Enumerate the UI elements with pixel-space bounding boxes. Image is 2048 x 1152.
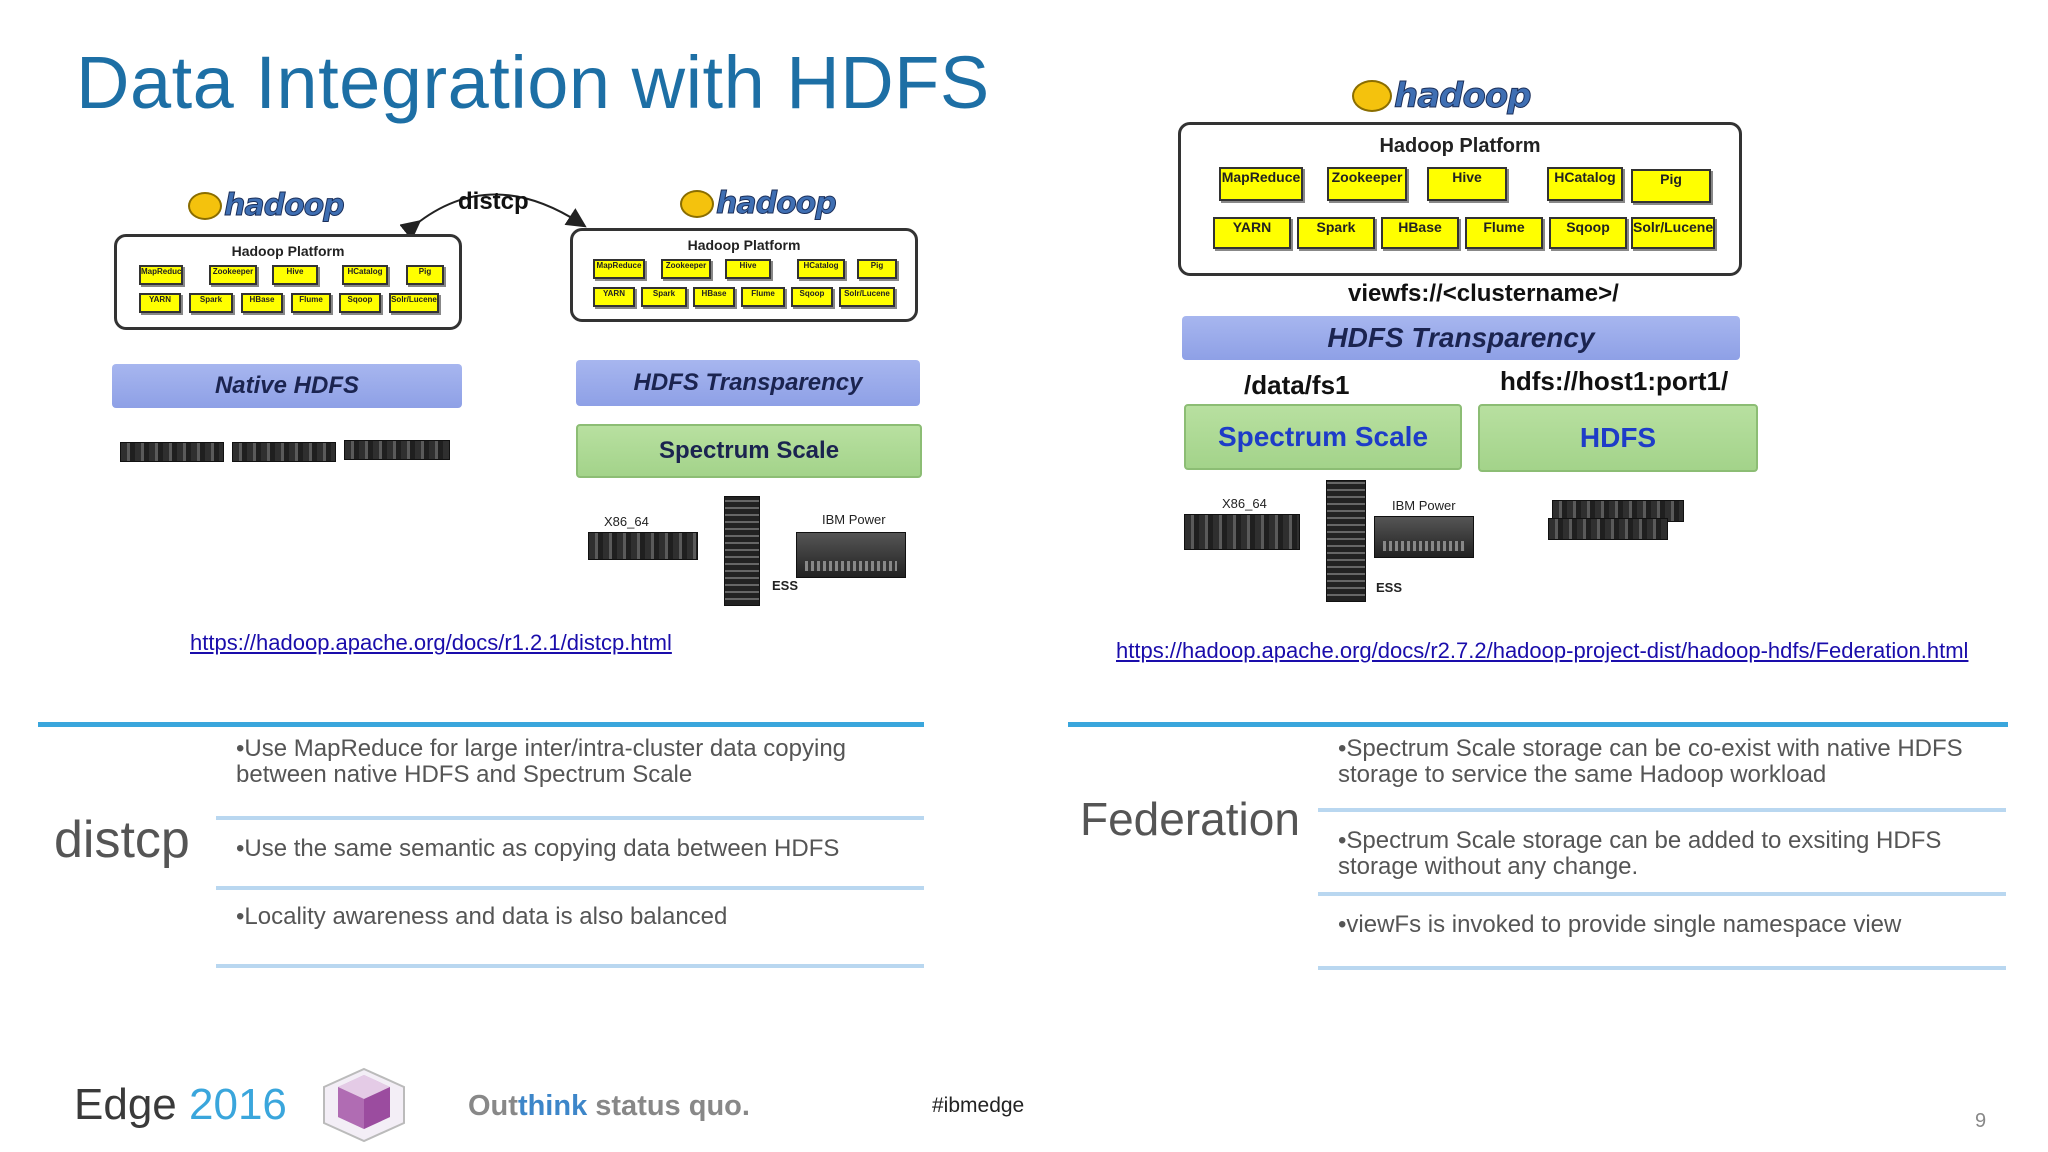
hashtag: #ibmedge — [932, 1094, 1025, 1117]
chip-hive: Hive — [725, 259, 771, 279]
chip-flume: Flume — [291, 293, 331, 313]
x86-label: X86_64 — [1222, 496, 1267, 511]
chip-solr-lucene: Solr/Lucene — [1631, 217, 1715, 249]
power-server-icon — [796, 532, 906, 578]
chip-sqoop: Sqoop — [339, 293, 381, 313]
chip-hbase: HBase — [1381, 217, 1459, 249]
ibm-power-label: IBM Power — [1392, 498, 1456, 513]
distcp-section-label: distcp — [54, 811, 190, 869]
spectrum-scale-bar: Spectrum Scale — [576, 424, 922, 478]
chip-flume: Flume — [1465, 217, 1543, 249]
x86-label: X86_64 — [604, 514, 649, 529]
chip-hbase: HBase — [693, 287, 735, 307]
row-divider — [216, 886, 924, 890]
hdfs-transparency-bar: HDFS Transparency — [576, 360, 920, 406]
ess-rack-icon — [724, 496, 760, 606]
row-divider — [1318, 808, 2006, 812]
chip-hbase: HBase — [241, 293, 283, 313]
row-divider — [1318, 966, 2006, 970]
tagline: Outthink status quo. — [468, 1090, 750, 1122]
row-divider — [1318, 892, 2006, 896]
chip-pig: Pig — [1631, 169, 1711, 203]
chip-hive: Hive — [272, 265, 318, 285]
chip-zookeeper: Zookeeper — [661, 259, 711, 279]
hdfs-bar: HDFS — [1478, 404, 1758, 472]
distcp-bullet-3: •Locality awareness and data is also bal… — [236, 903, 728, 930]
ibm-power-label: IBM Power — [822, 512, 886, 527]
chip-spark: Spark — [189, 293, 233, 313]
chip-yarn: YARN — [1213, 217, 1291, 249]
hadoop-logo-left-b: hadoop — [680, 186, 837, 222]
chip-hive: Hive — [1427, 167, 1507, 201]
chip-sqoop: Sqoop — [791, 287, 833, 307]
chip-zookeeper: Zookeeper — [209, 265, 257, 285]
hadoop-platform-box-transparency: Hadoop Platform MapReduce Zookeeper Hive… — [570, 228, 918, 322]
distcp-doc-link[interactable]: https://hadoop.apache.org/docs/r1.2.1/di… — [190, 630, 672, 655]
section-rule — [1068, 722, 2008, 727]
chip-hcatalog: HCatalog — [342, 265, 388, 285]
server-icon — [120, 442, 224, 462]
server-icon — [232, 442, 336, 462]
hdfs-transparency-bar: HDFS Transparency — [1182, 316, 1740, 360]
ess-label: ESS — [772, 578, 799, 593]
chip-hcatalog: HCatalog — [797, 259, 845, 279]
chip-solr-lucene: Solr/Lucene — [389, 293, 439, 313]
hadoop-logo-right: hadoop — [1352, 76, 1532, 117]
chip-solr-lucene: Solr/Lucene — [839, 287, 895, 307]
chip-mapreduce: MapReduce — [593, 259, 645, 279]
federation-section-label: Federation — [1080, 793, 1300, 845]
hadoop-logo-left: hadoop — [188, 188, 345, 224]
path-hdfs-label: hdfs://host1:port1/ — [1500, 366, 1729, 396]
row-divider — [216, 964, 924, 968]
path-fs1-label: /data/fs1 — [1244, 370, 1350, 400]
distcp-arrow — [400, 193, 587, 235]
elephant-icon — [1352, 80, 1392, 112]
chip-sqoop: Sqoop — [1549, 217, 1627, 249]
distcp-bullet-1: •Use MapReduce for large inter/intra-clu… — [236, 735, 847, 788]
server-icon — [344, 440, 450, 460]
power-server-icon — [1374, 516, 1474, 558]
elephant-icon — [188, 191, 222, 220]
federation-bullet-3: •viewFs is invoked to provide single nam… — [1338, 911, 1902, 938]
chip-yarn: YARN — [139, 293, 181, 313]
chip-hcatalog: HCatalog — [1547, 167, 1623, 201]
chip-pig: Pig — [857, 259, 897, 279]
server-icon — [1184, 514, 1300, 550]
ess-label: ESS — [1376, 580, 1403, 595]
chip-yarn: YARN — [593, 287, 635, 307]
federation-doc-link[interactable]: https://hadoop.apache.org/docs/r2.7.2/ha… — [1116, 638, 1969, 663]
chip-flume: Flume — [741, 287, 785, 307]
chip-mapreduce: MapReduce — [1219, 167, 1303, 201]
federation-bullet-1: •Spectrum Scale storage can be co-exist … — [1338, 735, 1963, 788]
viewfs-label: viewfs://<clustername>/ — [1348, 280, 1619, 307]
elephant-icon — [680, 189, 714, 218]
page-number: 9 — [1975, 1110, 1987, 1132]
server-icon — [588, 532, 698, 560]
edge-logo: Edge 2016 — [74, 1080, 287, 1129]
ess-rack-icon — [1326, 480, 1366, 602]
chip-zookeeper: Zookeeper — [1327, 167, 1407, 201]
cube-logo-icon — [323, 1067, 405, 1143]
hadoop-platform-box-federation: Hadoop Platform MapReduce Zookeeper Hive… — [1178, 122, 1742, 276]
chip-spark: Spark — [641, 287, 687, 307]
chip-mapreduce: MapReduce — [139, 265, 183, 285]
page-title: Data Integration with HDFS — [76, 41, 990, 124]
section-rule — [38, 722, 924, 727]
spectrum-scale-bar: Spectrum Scale — [1184, 404, 1462, 470]
server-icon — [1548, 518, 1668, 540]
chip-pig: Pig — [406, 265, 444, 285]
chip-spark: Spark — [1297, 217, 1375, 249]
distcp-arrow-label: distcp — [458, 188, 529, 215]
distcp-bullet-2: •Use the same semantic as copying data b… — [236, 835, 840, 862]
native-hdfs-bar: Native HDFS — [112, 364, 462, 408]
federation-bullet-2: •Spectrum Scale storage can be added to … — [1338, 827, 1942, 880]
hadoop-platform-box-native: Hadoop Platform MapReduce Zookeeper Hive… — [114, 234, 462, 330]
row-divider — [216, 816, 924, 820]
